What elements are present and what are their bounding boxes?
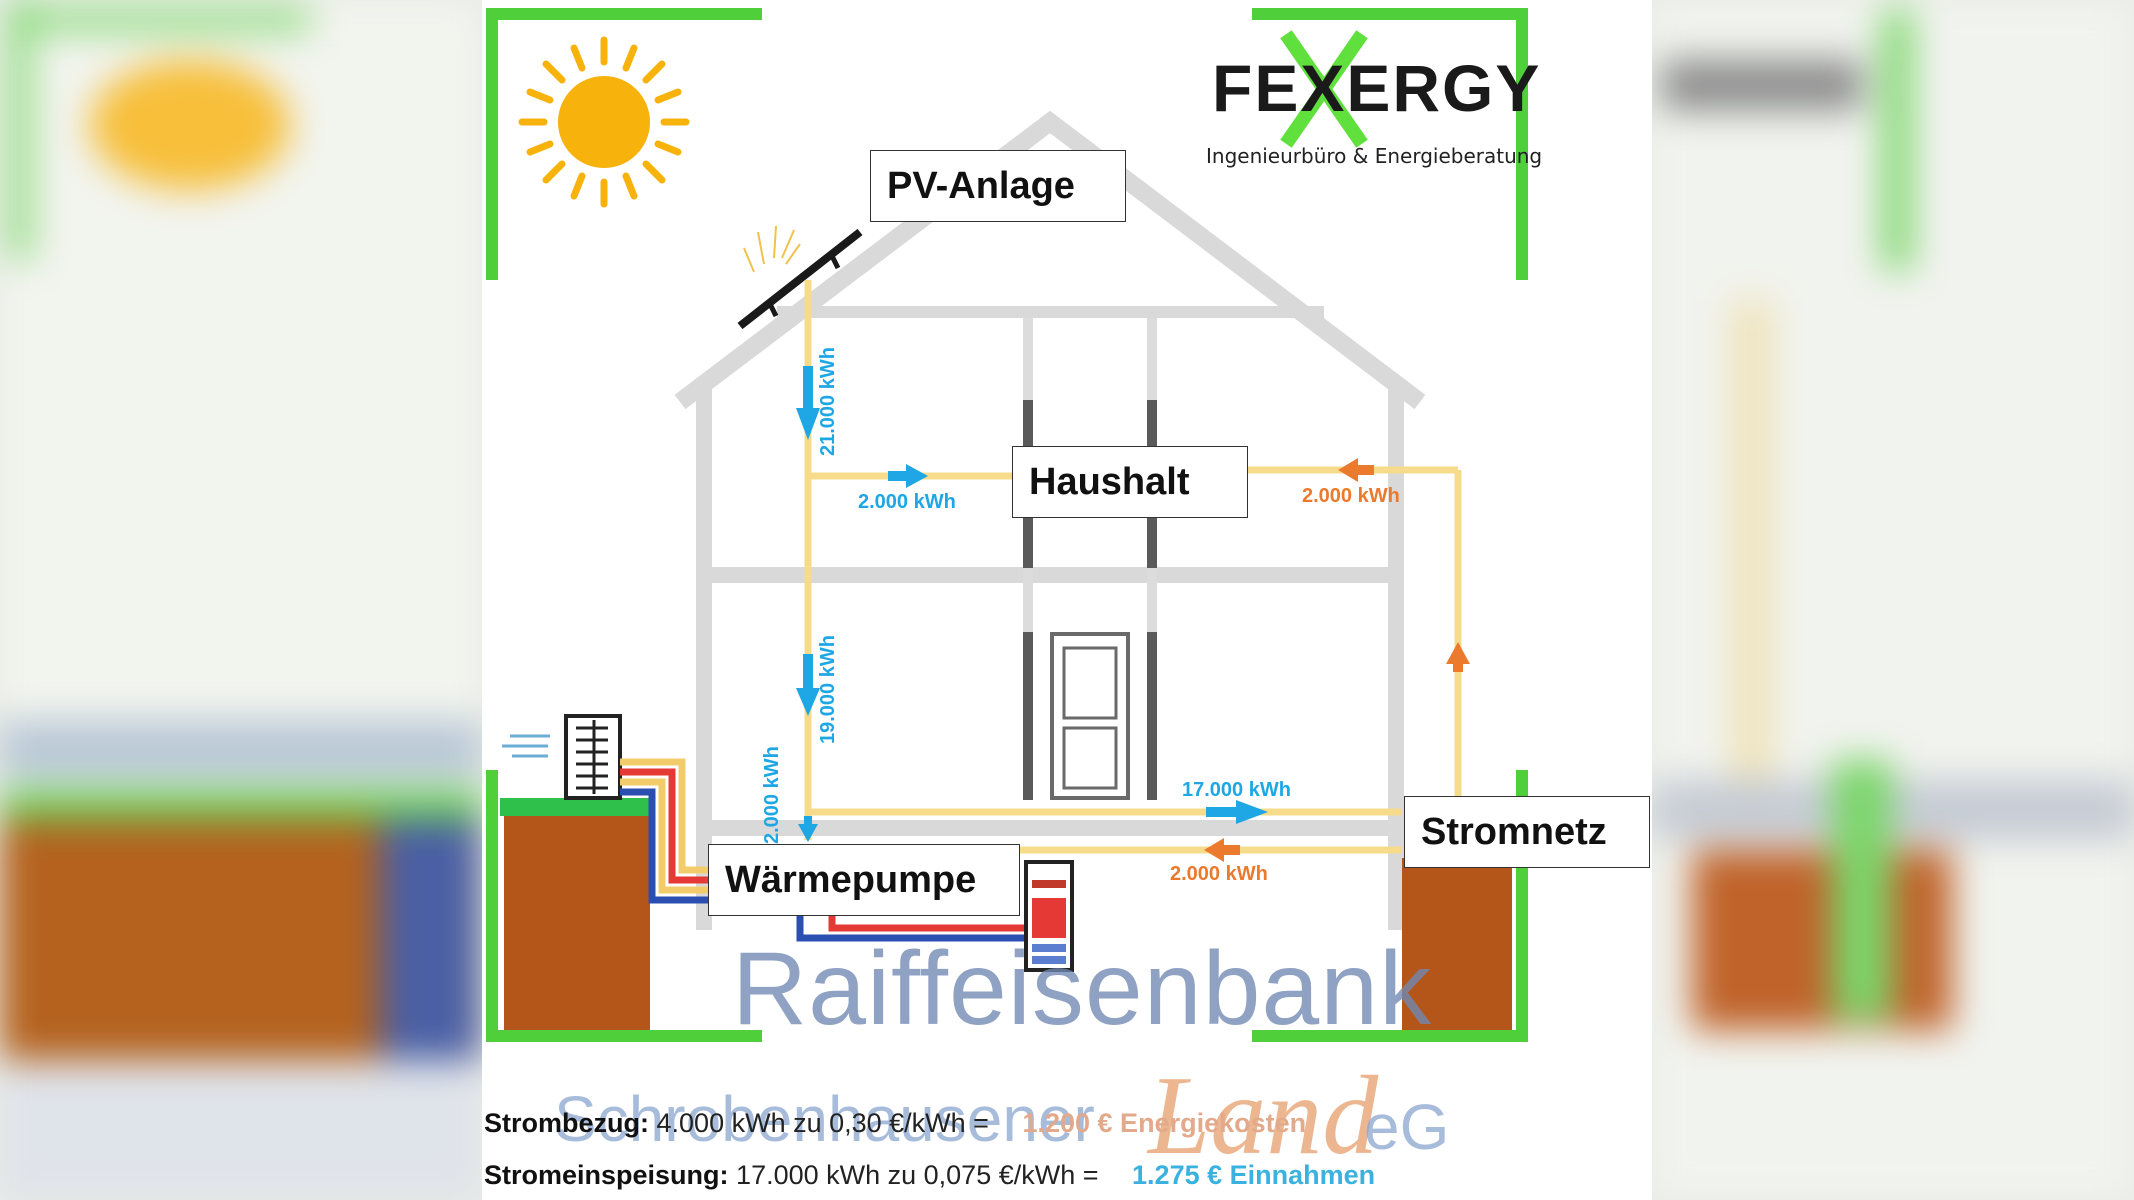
summary-feedin: Stromeinspeisung: 17.000 kWh zu 0,075 €/… [484,1160,1375,1191]
flow-label-pv-down: 19.000 kWh [817,635,839,744]
label-pv-system: PV-Anlage [870,150,1126,222]
label-power-grid: Stromnetz [1404,796,1650,868]
house-outline [674,110,1426,930]
logo-wordmark: FEXERGY [1212,51,1542,125]
flow-label-grid-to-household: 2.000 kWh [1302,485,1400,507]
watermark-bank: Raiffeisenbank [732,931,1433,1047]
blurred-background-right [1652,0,2134,1200]
summary-purchase-label: Strombezug: [484,1108,649,1138]
watermark-land: Land [1148,1054,1379,1178]
summary-feedin-value: 1.275 € Einnahmen [1132,1160,1376,1190]
pv-flow-arrows [796,366,1268,842]
arrow-down-icon [796,654,820,716]
logo-tagline: Ingenieurbüro & Energieberatung [1206,144,1543,168]
arrow-right-icon [1206,800,1268,824]
logo-x-mark [1280,30,1368,148]
label-heat-pump: Wärmepumpe [708,844,1020,916]
ground-right [1402,858,1512,1030]
grass-left [500,798,650,816]
arrow-down-icon [796,366,820,440]
flow-label-pv-to-heatpump: 2.000 kWh [761,746,783,844]
flow-label-grid-to-heatpump: 2.000 kWh [1170,863,1268,885]
water-tank-icon [1024,860,1074,972]
summary-feedin-text: 17.000 kWh zu 0,075 €/kWh = [736,1160,1099,1190]
summary-feedin-label: Stromeinspeisung: [484,1160,729,1190]
summary-purchase-text: 4.000 kWh zu 0,30 €/kWh = [656,1108,989,1138]
summary-purchase: Strombezug: 4.000 kWh zu 0,30 €/kWh = 1.… [484,1108,1306,1139]
blurred-background-left [0,0,482,1200]
flow-label-feed-in: 17.000 kWh [1182,779,1291,801]
summary-purchase-value: 1.200 € Energiekosten [1022,1108,1307,1138]
flow-label-pv-total: 21.000 kWh [817,347,839,456]
energy-diagram: 21.000 kWh 19.000 kWh 2.000 kWh 2.000 kW… [486,8,1528,1042]
sun-icon [518,36,690,208]
watermark-eg: eG [1364,1091,1450,1163]
arrow-down-icon [798,816,818,842]
door-icon [1050,632,1130,800]
arrow-left-icon [1338,458,1374,482]
arrow-right-icon [888,464,928,488]
outdoor-unit-icon [502,714,622,800]
heat-pump-pipes [620,758,1030,942]
solar-panel-icon [737,225,863,330]
ground-left [504,800,650,1030]
arrow-up-icon [1446,642,1470,672]
flow-label-pv-to-household: 2.000 kWh [858,491,956,513]
arrow-left-icon [1204,838,1240,862]
label-household: Haushalt [1012,446,1248,518]
grid-flow-arrows [1204,458,1470,862]
diagram-panel: 21.000 kWh 19.000 kWh 2.000 kWh 2.000 kW… [482,0,1652,1200]
watermark-region: Schrobenhausener [554,1083,1095,1155]
